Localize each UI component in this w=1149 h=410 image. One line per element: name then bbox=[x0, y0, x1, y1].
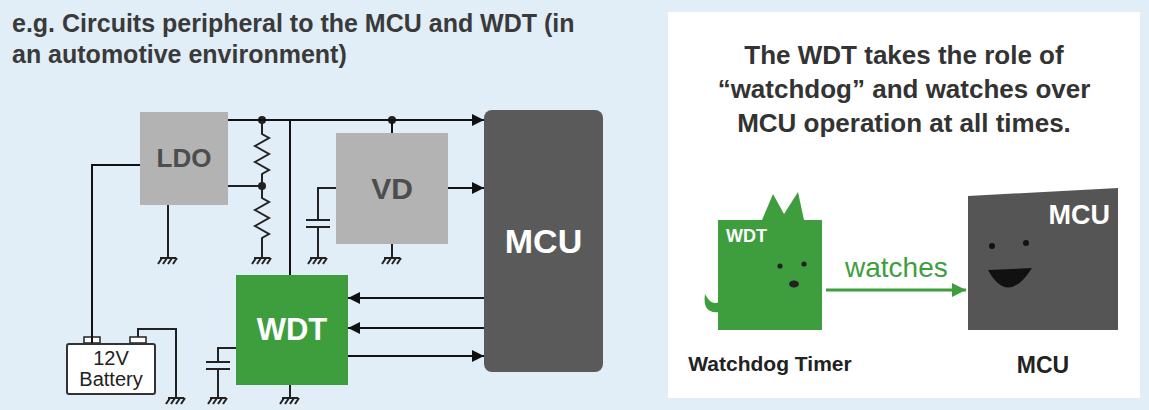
face-eye bbox=[989, 243, 995, 249]
dog-tail bbox=[705, 294, 719, 312]
dog-eye bbox=[801, 261, 806, 266]
heading-label: MCU bbox=[968, 352, 1118, 379]
box-label: The WDT takes the role of “watchdog” and… bbox=[704, 38, 1104, 140]
ground-wire bbox=[391, 244, 393, 258]
watchdog-illustration: WDTWatchdog Timer bbox=[718, 192, 822, 330]
ground-symbol bbox=[280, 398, 299, 404]
signal-wire bbox=[348, 297, 484, 299]
ground-symbol bbox=[208, 398, 227, 404]
ground-wire bbox=[289, 385, 291, 398]
ground-symbol bbox=[166, 398, 185, 404]
ground-wire bbox=[167, 205, 169, 258]
explanation-panel: The WDT takes the role of “watchdog” and… bbox=[668, 12, 1140, 398]
resistor-symbol bbox=[255, 120, 269, 258]
face-mouth bbox=[988, 268, 1032, 288]
signal-wire bbox=[348, 355, 484, 357]
explanation-panel-ground bbox=[668, 12, 1140, 398]
ground-symbol bbox=[382, 258, 401, 264]
box-label: MCU bbox=[505, 222, 582, 261]
ground-symbol bbox=[308, 258, 327, 264]
mcu-face-body bbox=[968, 188, 1118, 330]
watches-arrow bbox=[826, 289, 966, 292]
box-label: 12V Battery bbox=[74, 348, 148, 390]
box-label: LDO bbox=[157, 143, 212, 174]
box-label: WDT bbox=[257, 312, 328, 348]
face-eye bbox=[1023, 240, 1029, 246]
box-label: VD bbox=[371, 172, 413, 206]
signal-wire bbox=[348, 327, 484, 329]
dog-shape bbox=[718, 192, 822, 330]
diagram-title: e.g. Circuits peripheral to the MCU and … bbox=[12, 8, 582, 70]
feedback-wire bbox=[228, 185, 262, 187]
ground-symbol bbox=[252, 258, 271, 264]
junction-dot bbox=[258, 182, 266, 190]
box-label: WDT bbox=[726, 226, 767, 247]
capacitor-symbol bbox=[206, 348, 236, 398]
battery-box: 12V Battery bbox=[66, 343, 156, 395]
signal-wire bbox=[92, 165, 140, 343]
capacitor-symbol bbox=[306, 188, 336, 258]
dog-body bbox=[718, 192, 822, 330]
ground-symbol bbox=[158, 258, 177, 264]
wdt-box: WDT bbox=[236, 275, 348, 385]
heading-label: Watchdog Timer bbox=[673, 352, 867, 376]
mcu-box: MCU bbox=[484, 110, 603, 372]
signal-wire bbox=[228, 120, 392, 133]
mcu-illustration: MCUMCU bbox=[968, 188, 1118, 330]
voltage-detector-box: VD bbox=[336, 133, 448, 244]
ldo-box: LDO bbox=[140, 112, 228, 205]
box-label: MCU bbox=[1049, 200, 1111, 231]
signal-wire bbox=[448, 187, 484, 189]
edge-label: watches bbox=[845, 252, 948, 284]
signal-wire bbox=[228, 120, 290, 275]
dog-nose bbox=[789, 281, 799, 288]
dog-eye bbox=[777, 263, 782, 268]
